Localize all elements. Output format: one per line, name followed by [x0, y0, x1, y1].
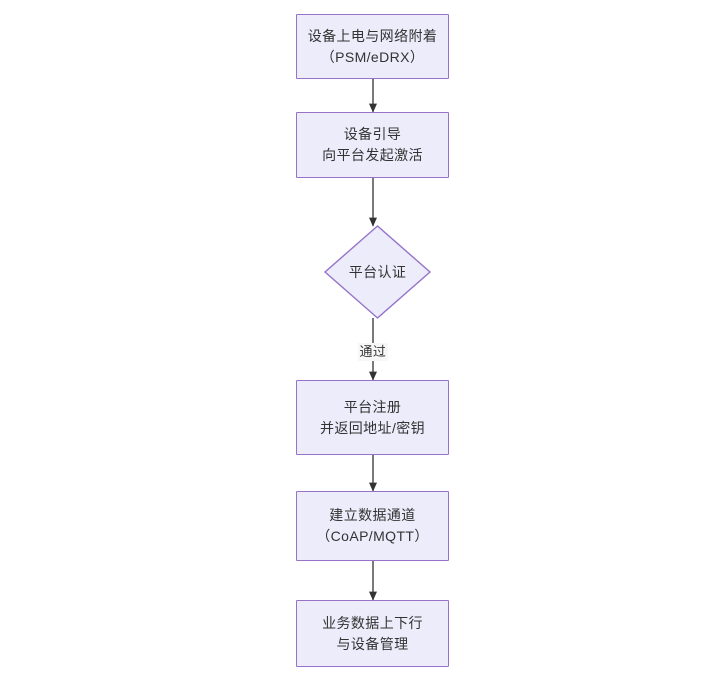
- node-label-line: 并返回地址/密钥: [319, 419, 426, 436]
- node-label-line: 平台注册: [343, 398, 402, 415]
- node-label-line: 与设备管理: [336, 635, 409, 652]
- edge-label-n3-to-n4: 通过: [357, 343, 389, 361]
- process-node-n5[interactable]: 建立数据通道 （CoAP/MQTT）: [296, 491, 449, 561]
- node-label-line: 设备上电与网络附着: [307, 27, 438, 44]
- node-label-line: 向平台发起激活: [322, 147, 423, 163]
- node-label-line: 平台认证: [348, 263, 407, 280]
- node-label-line: （PSM/eDRX）: [320, 48, 425, 65]
- node-label-line: 设备引导: [343, 126, 402, 142]
- node-label-line: 业务数据上下行: [322, 614, 423, 631]
- node-label-line: 建立数据通道: [329, 507, 416, 523]
- node-label-line: （CoAP/MQTT）: [316, 528, 429, 544]
- process-node-n6[interactable]: 业务数据上下行与设备管理: [296, 600, 449, 667]
- process-node-n2[interactable]: 设备引导向平台发起激活: [296, 112, 449, 178]
- decision-node-n3[interactable]: 平台认证: [325, 226, 430, 318]
- process-node-n1[interactable]: 设备上电与网络附着 （PSM/eDRX）: [296, 14, 449, 79]
- decision-node-shape[interactable]: [323, 225, 432, 319]
- process-node-n4[interactable]: 平台注册并返回地址/密钥: [296, 380, 449, 455]
- diamond-shape-group: [323, 225, 432, 319]
